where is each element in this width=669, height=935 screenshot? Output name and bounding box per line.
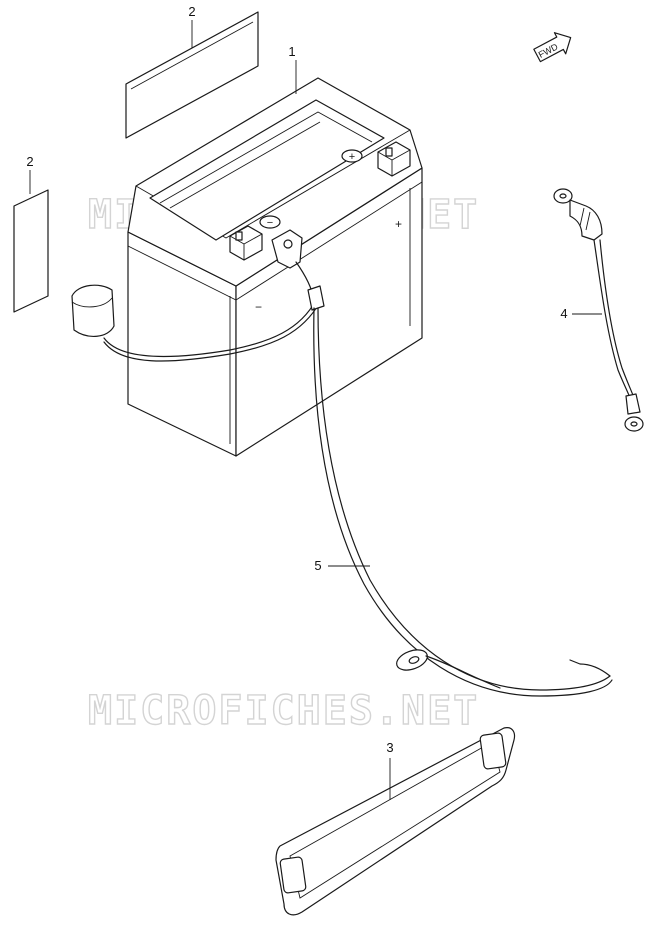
negative-terminal: − xyxy=(229,215,281,261)
callout-3: 3 xyxy=(386,740,393,755)
side-minus-mark: − xyxy=(255,300,262,314)
forward-direction-arrow: FWD xyxy=(533,32,572,63)
battery-label-sticker-side xyxy=(13,189,49,313)
negative-terminal-symbol: − xyxy=(267,217,273,229)
positive-terminal: + xyxy=(341,141,411,177)
vent-tube xyxy=(71,284,321,362)
callout-2-side: 2 xyxy=(26,154,33,169)
callout-1: 1 xyxy=(288,44,295,59)
svg-text:MICROFICHES.NET: MICROFICHES.NET xyxy=(88,688,479,734)
watermark-bottom: MICROFICHES.NET xyxy=(87,687,479,734)
side-plus-mark: + xyxy=(395,217,402,231)
positive-terminal-symbol: + xyxy=(349,151,355,163)
callout-4: 4 xyxy=(560,306,567,321)
negative-battery-cable xyxy=(271,229,613,697)
battery-label-sticker-top xyxy=(125,11,259,139)
callout-2-top: 2 xyxy=(188,4,195,19)
callout-5: 5 xyxy=(314,558,321,573)
callout-leaders xyxy=(29,20,602,800)
battery: − + − + xyxy=(127,77,423,457)
positive-battery-cable xyxy=(553,188,644,432)
battery-strap xyxy=(275,727,516,916)
callout-numbers: 2 1 2 4 5 3 xyxy=(26,4,567,755)
